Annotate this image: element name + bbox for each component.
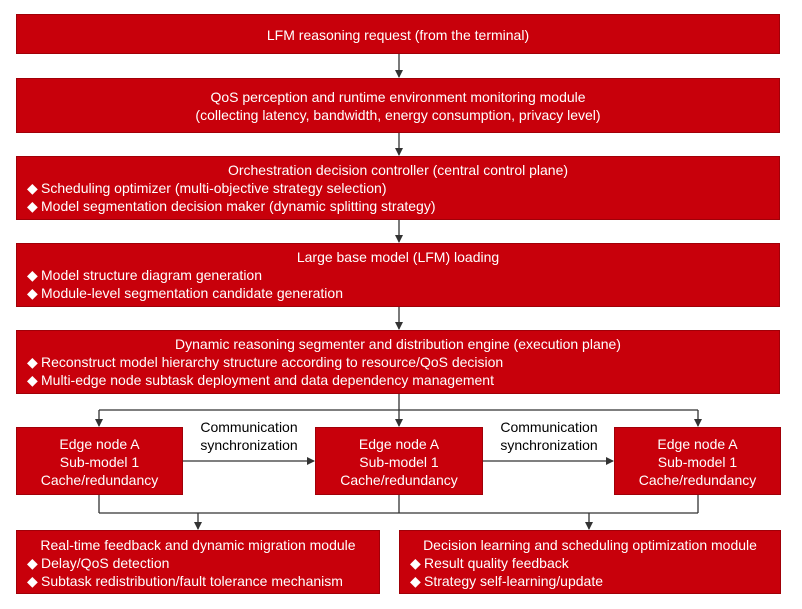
edge-node-left: Edge node A Sub-model 1 Cache/redundancy	[16, 427, 183, 495]
diamond-bullet-icon: ◆	[410, 555, 421, 571]
lfm-loading-box: Large base model (LFM) loading ◆Model st…	[16, 243, 780, 307]
orchestration-title: Orchestration decision controller (centr…	[227, 162, 569, 178]
edge-node-middle: Edge node A Sub-model 1 Cache/redundancy	[315, 427, 483, 495]
edge-node-cache: Cache/redundancy	[638, 472, 757, 488]
edge-node-cache: Cache/redundancy	[340, 472, 458, 488]
segmenter-title: Dynamic reasoning segmenter and distribu…	[175, 336, 621, 352]
comm-sync-label-right: Communication synchronization	[486, 418, 612, 454]
feedback-bullet: ◆Subtask redistribution/fault tolerance …	[17, 572, 379, 590]
segmenter-bullet-text: Multi-edge node subtask deployment and d…	[41, 372, 494, 388]
feedback-module-title: Real-time feedback and dynamic migration…	[40, 537, 356, 553]
edge-node-name: Edge node A	[657, 436, 738, 452]
comm-label-line: Communication	[200, 419, 298, 435]
segmenter-bullet-text: Reconstruct model hierarchy structure ac…	[41, 354, 504, 370]
segmenter-bullet: ◆Reconstruct model hierarchy structure a…	[17, 353, 779, 371]
feedback-bullet-text: Subtask redistribution/fault tolerance m…	[41, 573, 343, 589]
orchestration-bullet: ◆Scheduling optimizer (multi-objective s…	[17, 179, 779, 197]
learning-module-title: Decision learning and scheduling optimiz…	[423, 537, 757, 553]
edge-node-name: Edge node A	[59, 436, 140, 452]
learning-module-box: Decision learning and scheduling optimiz…	[399, 530, 781, 594]
diamond-bullet-icon: ◆	[27, 573, 38, 589]
comm-label-line: synchronization	[500, 437, 598, 453]
feedback-bullet-text: Delay/QoS detection	[41, 555, 170, 571]
diamond-bullet-icon: ◆	[27, 285, 38, 301]
lfm-loading-bullet: ◆Module-level segmentation candidate gen…	[17, 284, 779, 302]
lfm-loading-bullet-text: Module-level segmentation candidate gene…	[41, 285, 343, 301]
diamond-bullet-icon: ◆	[27, 555, 38, 571]
edge-node-submodel: Sub-model 1	[657, 454, 738, 470]
comm-label-line: Communication	[500, 419, 598, 435]
edge-node-right: Edge node A Sub-model 1 Cache/redundancy	[614, 427, 781, 495]
orchestration-box: Orchestration decision controller (centr…	[16, 156, 780, 220]
diamond-bullet-icon: ◆	[27, 372, 38, 388]
orchestration-bullet: ◆Model segmentation decision maker (dyna…	[17, 197, 779, 215]
lfm-loading-bullet: ◆Model structure diagram generation	[17, 266, 779, 284]
edge-node-submodel: Sub-model 1	[359, 454, 439, 470]
edge-node-cache: Cache/redundancy	[40, 472, 159, 488]
feedback-module-box: Real-time feedback and dynamic migration…	[16, 530, 380, 594]
feedback-bullet: ◆Delay/QoS detection	[17, 554, 379, 572]
qos-module-detail: (collecting latency, bandwidth, energy c…	[195, 107, 601, 123]
learning-bullet: ◆Result quality feedback	[400, 554, 780, 572]
diamond-bullet-icon: ◆	[410, 573, 421, 589]
qos-module-box: QoS perception and runtime environment m…	[16, 78, 780, 133]
request-box: LFM reasoning request (from the terminal…	[16, 14, 780, 54]
learning-bullet-text: Strategy self-learning/update	[424, 573, 603, 589]
diamond-bullet-icon: ◆	[27, 180, 38, 196]
edge-node-submodel: Sub-model 1	[59, 454, 140, 470]
edge-node-name: Edge node A	[358, 436, 440, 452]
comm-label-line: synchronization	[200, 437, 298, 453]
learning-bullet: ◆Strategy self-learning/update	[400, 572, 780, 590]
qos-module-title: QoS perception and runtime environment m…	[210, 89, 586, 105]
diamond-bullet-icon: ◆	[27, 198, 38, 214]
lfm-loading-bullet-text: Model structure diagram generation	[41, 267, 263, 283]
segmenter-bullet: ◆Multi-edge node subtask deployment and …	[17, 371, 779, 389]
diamond-bullet-icon: ◆	[27, 267, 38, 283]
orchestration-bullet-text: Model segmentation decision maker (dynam…	[41, 198, 436, 214]
diamond-bullet-icon: ◆	[27, 354, 38, 370]
comm-sync-label-left: Communication synchronization	[186, 418, 312, 454]
lfm-loading-title: Large base model (LFM) loading	[296, 249, 500, 265]
orchestration-bullet-text: Scheduling optimizer (multi-objective st…	[41, 180, 387, 196]
request-text: LFM reasoning request (from the terminal…	[266, 27, 530, 43]
learning-bullet-text: Result quality feedback	[424, 555, 569, 571]
segmenter-box: Dynamic reasoning segmenter and distribu…	[16, 330, 780, 394]
